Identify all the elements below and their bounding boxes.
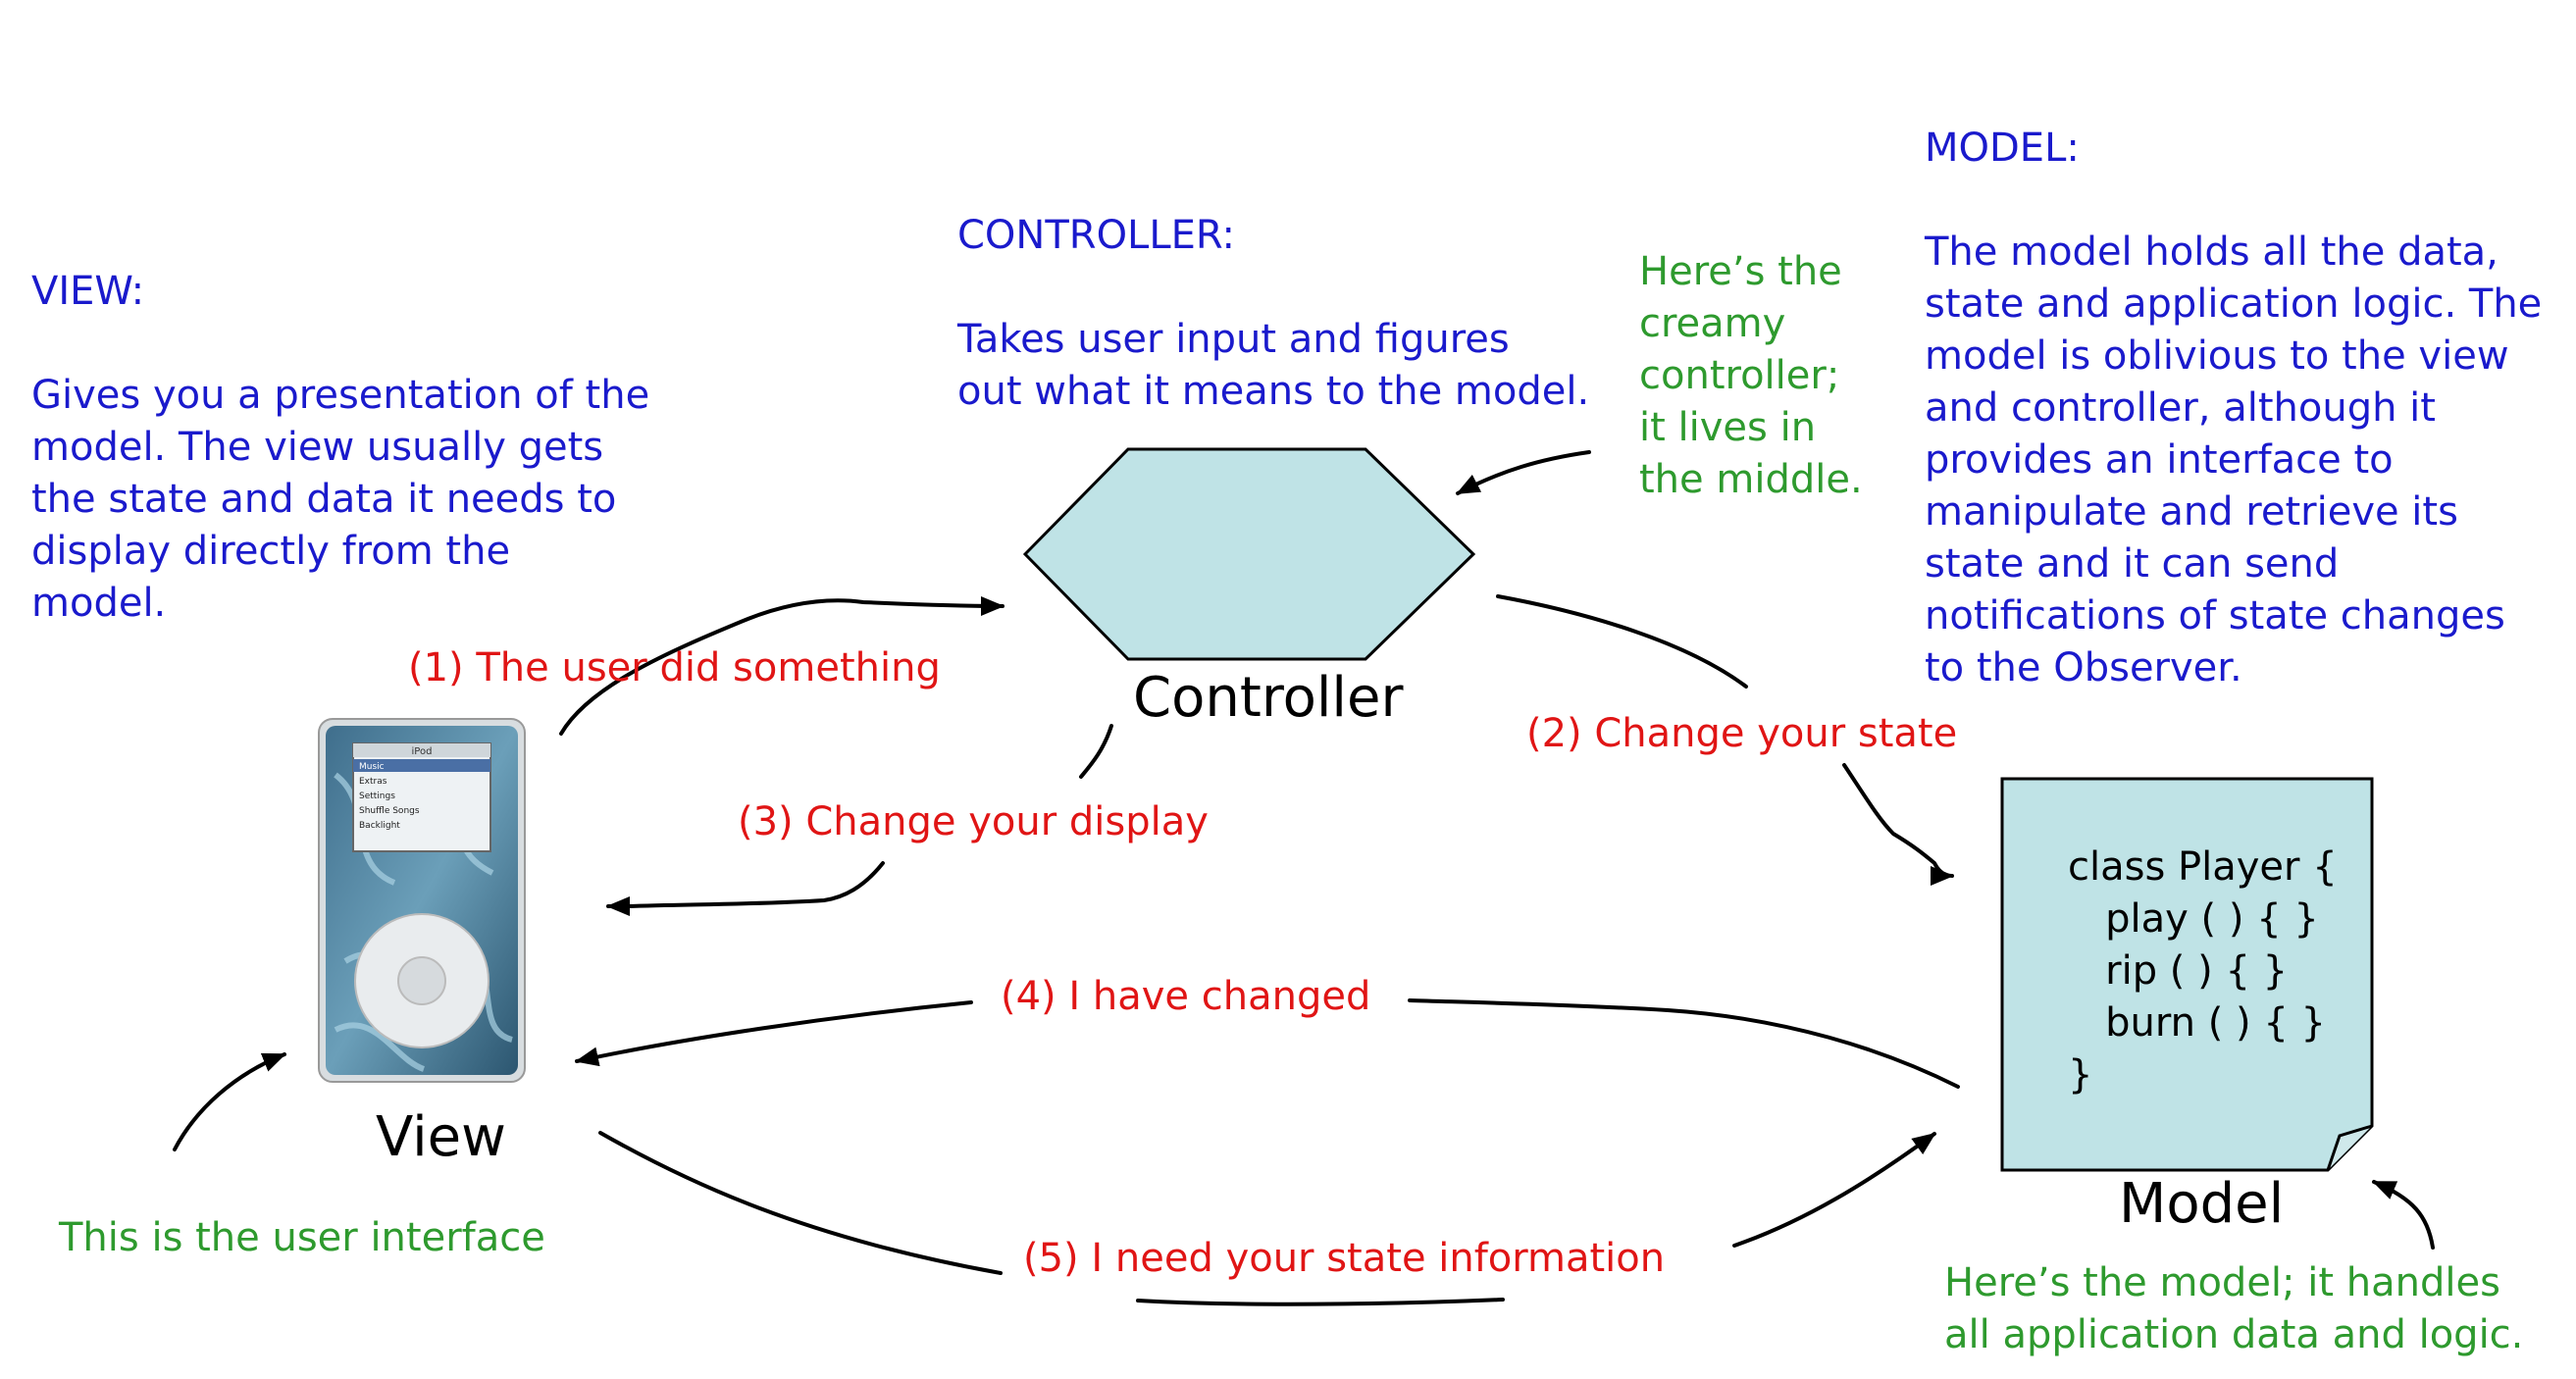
step-5-label: (5) I need your state information [1023,1236,1666,1281]
controller-note: Here’s the creamy controller; it lives i… [1639,249,1863,502]
model-label: Model [2119,1172,2285,1236]
arrow-model-changed-tail [1408,998,1960,1089]
ipod-menu-item: Extras [359,777,387,787]
model-description-body: The model holds all the data, state and … [1925,230,2543,690]
arrow-state-request-bottom [1136,1298,1505,1306]
arrow-state-request-head [1732,1132,1936,1248]
arrow-model-changed [575,1000,973,1067]
arrow-user-action [559,595,1005,736]
ipod-menu-item: Backlight [359,821,400,831]
ipod-center-button [397,956,446,1005]
pointer-view-note [173,1052,286,1151]
pointer-model-note [2372,1180,2435,1250]
controller-description-body: Takes user input and figures out what it… [957,317,1590,414]
ipod-menu-item: Shuffle Songs [359,806,420,816]
arrow-change-state [1496,594,1952,876]
controller-description-heading: CONTROLLER: [957,213,1235,258]
view-description-body: Gives you a presentation of the model. T… [31,373,650,626]
step-2-label: (2) Change your state [1526,711,1958,756]
model-note: Here’s the model; it handles all applica… [1944,1260,2524,1357]
controller-shape [1022,447,1476,661]
ipod-menu-item: Settings [359,792,395,801]
arrow-change-display [608,724,1113,906]
model-description: MODEL: The model holds all the data, sta… [1925,71,2542,746]
model-description-heading: MODEL: [1925,126,2080,171]
controller-label: Controller [1133,666,1404,730]
view-description-heading: VIEW: [31,269,145,314]
controller-description: CONTROLLER: Takes user input and figures… [957,158,1589,470]
view-note: This is the user interface [59,1215,545,1260]
view-label: View [376,1105,506,1169]
ipod-header: iPod [412,746,433,757]
step-1-label: (1) The user did something [408,645,941,690]
step-3-label: (3) Change your display [738,799,1209,844]
ipod-menu-item: Music [359,762,385,772]
step-4-label: (4) I have changed [1001,974,1371,1019]
pointer-controller-note [1456,450,1591,495]
model-code: class Player { play ( ) { } rip ( ) { } … [2068,844,2338,1098]
view-description: VIEW: Gives you a presentation of the mo… [31,214,649,682]
model-page-fold [2326,1124,2373,1171]
arrow-state-request [598,1131,1003,1275]
